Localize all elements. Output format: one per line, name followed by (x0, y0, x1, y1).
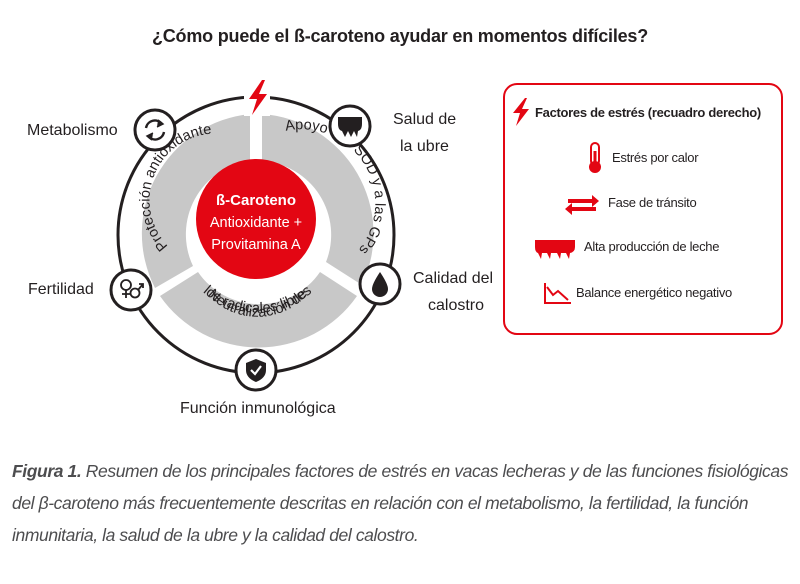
legend-lightning-icon (513, 98, 529, 126)
transfer-arrows-icon (565, 195, 599, 215)
gender-icon (120, 279, 144, 299)
figure-caption: Figura 1. Resumen de los principales fac… (12, 455, 792, 551)
center-line2: Antioxidante + (210, 215, 302, 231)
shield-check-icon (246, 359, 266, 382)
colostrum-node (358, 262, 402, 306)
legend-item-energy: Balance energético negativo (576, 285, 732, 300)
center-name: ß-Caroteno (216, 192, 296, 209)
udder-icon (338, 117, 362, 137)
label-udder-2: la ubre (400, 138, 449, 155)
label-immune: Función inmunológica (180, 400, 336, 417)
declining-chart-icon (544, 283, 571, 304)
label-colostrum-2: calostro (428, 297, 485, 314)
immune-node (234, 348, 278, 392)
legend-item-milk: Alta producción de leche (584, 239, 720, 254)
caption-label: Figura 1. (12, 461, 82, 481)
label-colostrum-1: Calidad del (413, 270, 494, 287)
recycle-icon (144, 119, 166, 141)
inner-ring (141, 114, 374, 348)
legend-title: Factores de estrés (recuadro derecho) (535, 105, 761, 120)
label-metabolism: Metabolismo (27, 122, 118, 139)
diagram-title: ¿Cómo puede el ß-caroteno ayudar en mome… (151, 26, 649, 46)
legend-item-heat: Estrés por calor (612, 150, 699, 165)
circular-diagram: Protección antioxidante Apoyo a la SOD y… (109, 80, 402, 392)
legend-item-transit: Fase de tránsito (608, 195, 697, 210)
udder-node (328, 104, 372, 148)
stress-factors-legend: Factores de estrés (recuadro derecho) Es… (503, 83, 783, 335)
center-circle (196, 159, 316, 279)
drop-icon (372, 272, 388, 297)
center-line3: Provitamina A (211, 237, 301, 253)
label-fertility: Fertilidad (28, 281, 94, 298)
label-udder-1: Salud de (393, 111, 457, 128)
fertility-node (109, 268, 153, 312)
milk-udder-icon (535, 240, 575, 259)
lightning-icon (244, 80, 270, 116)
caption-text: Resumen de los principales factores de e… (12, 461, 789, 545)
thermometer-icon (589, 142, 601, 173)
metabolism-node (133, 108, 177, 152)
